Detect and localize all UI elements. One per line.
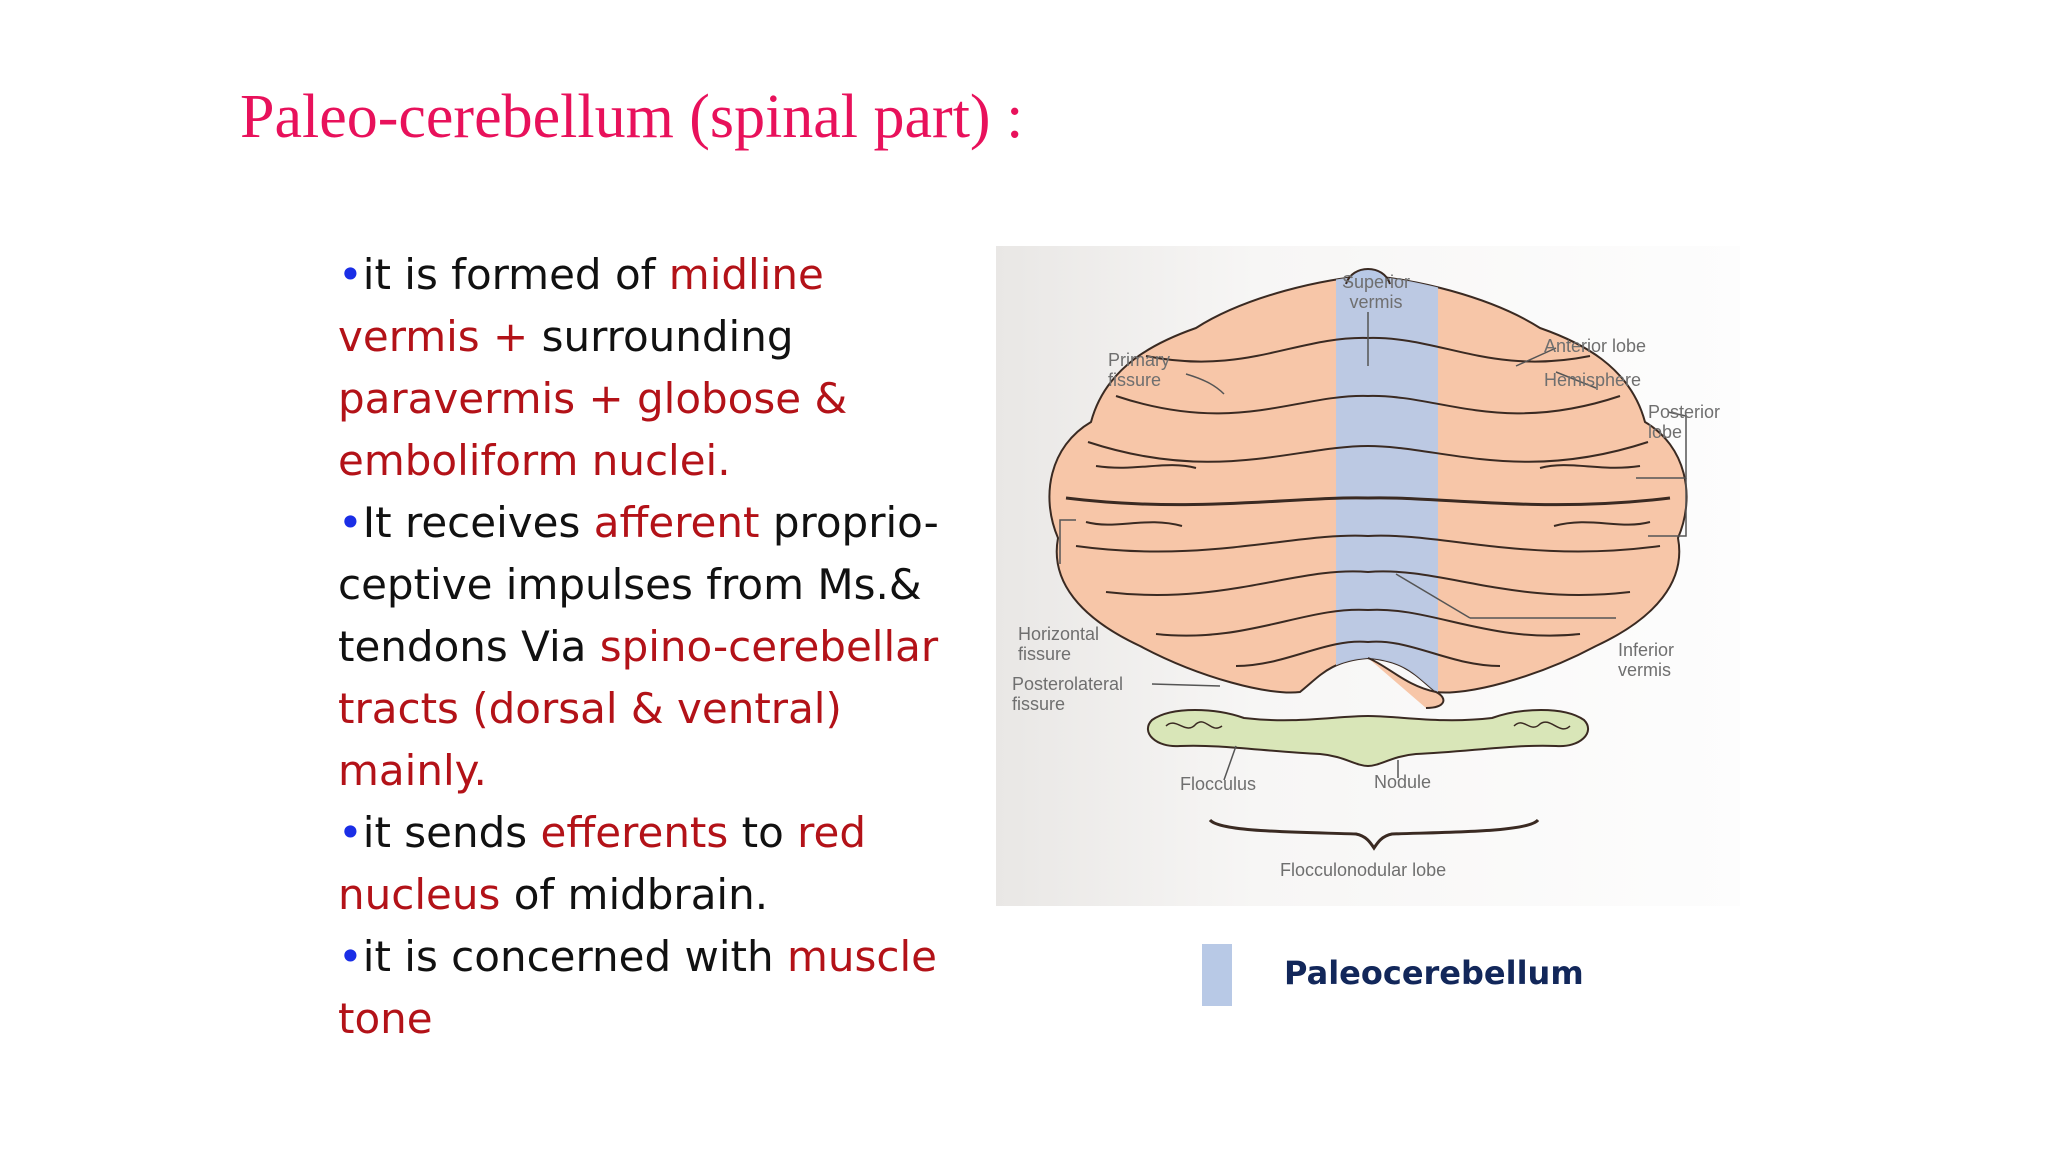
cerebellum-diagram: Superior vermis Primary fissure Anterior… [996,246,1740,906]
highlighted-text: efferents [540,808,729,857]
label-posterolateral-fissure: Posterolateral fissure [1012,674,1124,714]
bullet-item: •It receives afferent proprio-ceptive im… [338,492,958,802]
label-inferior-vermis: Inferior vermis [1618,640,1675,680]
body-text-segment: It receives [362,498,594,547]
bullet-item: •it sends efferents to red nucleus of mi… [338,802,958,926]
legend-swatch [1202,944,1232,1006]
body-text-segment: it is concerned with [362,932,787,981]
leader-lines [1059,312,1687,781]
body-text-segment: surrounding [528,312,794,361]
body-text-segment: to [728,808,798,857]
label-superior-vermis: Superior vermis [1342,272,1411,312]
label-horizontal-fissure: Horizontal fissure [1018,624,1100,664]
label-flocculus: Flocculus [1180,774,1257,794]
flocculonodular-lobe [1146,709,1590,768]
bullet-dot: • [338,250,363,299]
flocculus-detail [1165,721,1571,730]
highlighted-text: muscle tone [338,932,937,1043]
bullet-dot: • [338,808,363,857]
inferior-vermis [1367,657,1445,709]
cerebellum-drawing [1048,268,1688,851]
label-nodule: Nodule [1374,772,1432,792]
highlighted-text: red nucleus [338,808,867,919]
highlighted-text: paravermis + globose & emboliform nuclei… [338,374,848,485]
bullet-item: •it is concerned with muscle tone [338,926,958,1050]
superior-vermis-bump [1345,268,1391,285]
label-flocculonodular-lobe: Flocculonodular lobe [1280,860,1447,880]
body-text-segment: it is formed of [362,250,669,299]
bullet-dot: • [338,932,363,981]
bullet-dot: • [338,498,363,547]
flocculonodular-brace [1208,818,1540,851]
label-hemisphere: Hemisphere [1544,370,1642,390]
paravermis-band [1336,276,1438,693]
label-anterior-lobe: Anterior lobe [1544,336,1647,356]
bullet-list: •it is formed of midline vermis + surrou… [338,244,958,1050]
label-primary-fissure: Primary fissure [1108,350,1170,390]
highlighted-text: spino-cerebellar tracts (dorsal & ventra… [338,622,939,795]
body-text-segment: proprio-ceptive impulses from Ms.& tendo… [338,498,939,671]
body-text-segment: it sends [362,808,541,857]
slide-title: Paleo-cerebellum (spinal part) : [240,83,1024,151]
label-posterior-lobe: Posterior lobe [1648,402,1721,442]
bullet-item: •it is formed of midline vermis + surrou… [338,244,958,492]
highlighted-text: afferent [593,498,760,547]
legend-label: Paleocerebellum [1284,954,1584,992]
highlighted-text: midline vermis + [338,250,824,361]
body-text-segment: of midbrain. [500,870,769,919]
